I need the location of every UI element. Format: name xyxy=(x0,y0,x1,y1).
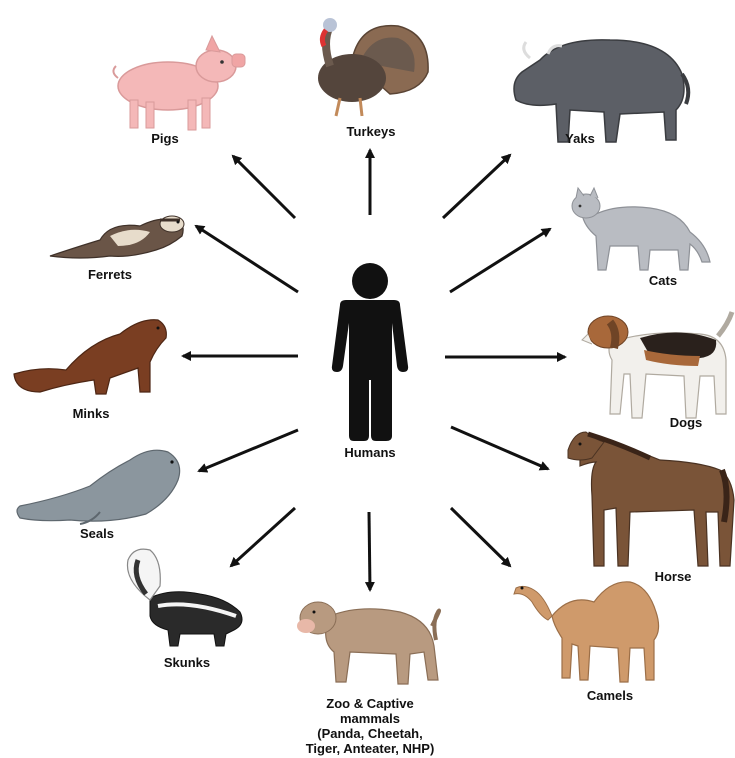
human-figure-icon xyxy=(332,263,408,441)
arrow-to-cats xyxy=(450,229,550,292)
node-label-turkeys: Turkeys xyxy=(335,124,407,139)
node-label-horse: Horse xyxy=(645,569,701,584)
zoo-label-line-3: (Panda, Cheetah, xyxy=(288,726,452,741)
dog-icon xyxy=(582,312,732,418)
monkey-icon xyxy=(297,602,439,684)
arrow-to-seals xyxy=(199,430,298,471)
zoo-label-line-4: Tiger, Anteater, NHP) xyxy=(288,741,452,756)
arrow-to-horse xyxy=(451,427,548,469)
node-label-cats: Cats xyxy=(638,273,688,288)
mink-icon xyxy=(14,320,166,394)
arrow-to-ferrets xyxy=(196,226,298,292)
node-label-pigs: Pigs xyxy=(135,131,195,146)
seal-icon xyxy=(17,450,180,524)
node-label-skunks: Skunks xyxy=(155,655,219,670)
cat-icon xyxy=(572,188,710,270)
arrow-to-yaks xyxy=(443,155,510,218)
node-label-zoo-mammals: Zoo & Captive mammals (Panda, Cheetah, T… xyxy=(288,696,452,756)
node-label-dogs: Dogs xyxy=(660,415,712,430)
arrow-to-skunks xyxy=(231,508,295,566)
arrow-to-camels xyxy=(451,508,510,566)
center-label-humans: Humans xyxy=(335,445,405,460)
yak-icon xyxy=(514,40,688,142)
zoo-label-line-1: Zoo & Captive xyxy=(288,696,452,711)
arrow-to-zoo xyxy=(369,512,370,590)
arrow-to-pigs xyxy=(233,156,295,218)
pig-icon xyxy=(113,36,245,130)
skunk-icon xyxy=(127,549,242,646)
zoo-label-line-2: mammals xyxy=(288,711,452,726)
turkey-icon xyxy=(318,18,428,116)
node-label-minks: Minks xyxy=(64,406,118,421)
horse-icon xyxy=(568,432,734,566)
ferret-icon xyxy=(50,216,184,258)
node-label-yaks: Yaks xyxy=(555,131,605,146)
node-label-ferrets: Ferrets xyxy=(78,267,142,282)
node-label-camels: Camels xyxy=(578,688,642,703)
camel-icon xyxy=(514,582,659,682)
node-label-seals: Seals xyxy=(70,526,124,541)
